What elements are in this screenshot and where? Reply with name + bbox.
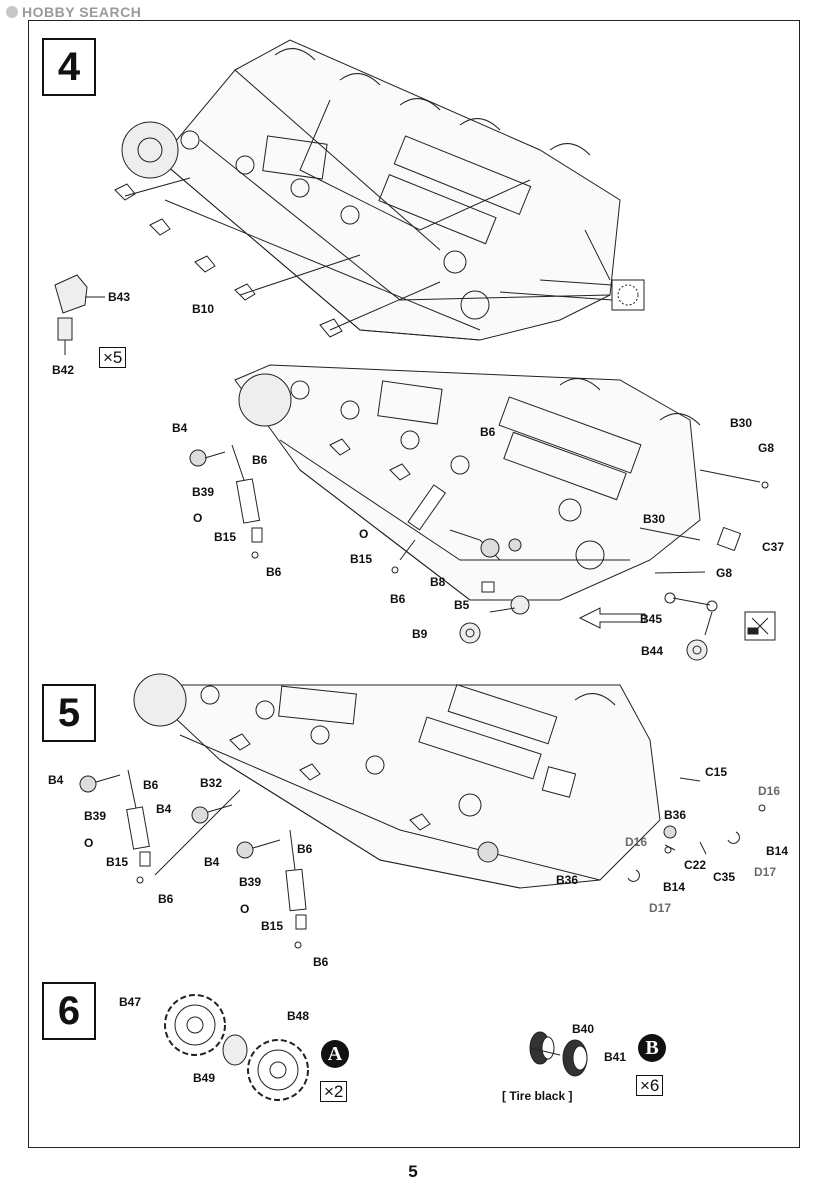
part-label: C37: [762, 540, 785, 554]
step-number-6: 6: [42, 982, 96, 1040]
shock-absorber-step5-center: [191, 804, 307, 949]
part-label: B6: [297, 842, 313, 856]
part-label: B36: [556, 873, 579, 887]
part-label: B15: [106, 855, 129, 869]
part-label: B49: [193, 1071, 216, 1085]
brand-text: HOBBY SEARCH: [22, 4, 142, 20]
part-label: B6: [266, 565, 282, 579]
brand-watermark: HOBBY SEARCH: [6, 4, 141, 20]
paint-note: [ Tire black ]: [502, 1089, 573, 1103]
quantity-multiplier: ×6: [636, 1075, 664, 1096]
part-label: D16: [625, 835, 648, 849]
variant-badge-a: A: [321, 1040, 349, 1068]
hull-drawing-step4-bottom: [234, 364, 701, 601]
part-label: B6: [252, 453, 268, 467]
part-label: O: [193, 511, 203, 525]
part-label: C22: [684, 858, 707, 872]
part-label: B47: [119, 995, 142, 1009]
road-wheel-arms: [180, 48, 591, 274]
shock-absorber-left: [189, 444, 263, 559]
step-number-4: 4: [42, 38, 96, 96]
part-b43-b42: [54, 274, 105, 355]
part-label: B39: [239, 875, 262, 889]
part-label: C15: [705, 765, 728, 779]
part-label: B4: [172, 421, 188, 435]
part-label: B41: [604, 1050, 627, 1064]
part-label: B44: [641, 644, 664, 658]
step-number-5: 5: [42, 684, 96, 742]
part-label: O: [84, 836, 94, 850]
part-label: B6: [158, 892, 174, 906]
suspension-brackets: [114, 183, 343, 338]
part-label: B43: [108, 290, 131, 304]
part-label: O: [240, 902, 250, 916]
part-label: B42: [52, 363, 75, 377]
part-label: G8: [716, 566, 733, 580]
part-label: B9: [412, 627, 428, 641]
quantity-multiplier: ×2: [320, 1081, 348, 1102]
variant-badge-b: B: [638, 1034, 666, 1062]
part-label: G8: [758, 441, 775, 455]
page-frame: [28, 20, 800, 1148]
part-label: B4: [156, 802, 172, 816]
road-wheel-pair: [529, 1031, 588, 1077]
part-b45-b44: [664, 592, 718, 661]
part-label: B30: [730, 416, 753, 430]
part-label: B39: [84, 809, 107, 823]
part-label: B15: [350, 552, 373, 566]
part-label: D16: [758, 784, 781, 798]
part-label: B10: [192, 302, 215, 316]
sprocket-wheel-outer: [164, 994, 226, 1056]
assembly-arrow: [578, 607, 646, 629]
part-label: B4: [48, 773, 64, 787]
hull-drawing-step4-top: [114, 39, 645, 341]
part-label: D17: [649, 901, 672, 915]
part-label: B45: [640, 612, 663, 626]
part-label: B5: [454, 598, 470, 612]
part-label: B15: [261, 919, 284, 933]
part-label: C35: [713, 870, 736, 884]
part-label: B6: [313, 955, 329, 969]
hull-drawing-step5: [133, 673, 661, 889]
idler-parts-b5-b9: [459, 581, 530, 644]
quantity-multiplier: ×5: [99, 347, 127, 368]
cutter-icon-box: [744, 611, 776, 641]
page-number: 5: [408, 1162, 418, 1181]
small-parts-step5-right: [627, 777, 766, 882]
sprocket-hub-b49: [222, 1034, 248, 1066]
part-label: B14: [766, 844, 789, 858]
shock-absorber-step5-left: [79, 769, 241, 884]
part-label: B32: [200, 776, 223, 790]
part-label: B30: [643, 512, 666, 526]
part-label: B39: [192, 485, 215, 499]
part-label: B14: [663, 880, 686, 894]
sprocket-wheel-inner: [247, 1039, 309, 1101]
part-label: D17: [754, 865, 777, 879]
shock-absorber-center: [391, 484, 522, 574]
part-label: B36: [664, 808, 687, 822]
part-label: B6: [480, 425, 496, 439]
part-label: B4: [204, 855, 220, 869]
part-label: B8: [430, 575, 446, 589]
part-label: B6: [143, 778, 159, 792]
part-label: B15: [214, 530, 237, 544]
part-label: B48: [287, 1009, 310, 1023]
part-label: O: [359, 527, 369, 541]
part-label: B6: [390, 592, 406, 606]
part-label: B40: [572, 1022, 595, 1036]
brand-logo-icon: [6, 6, 18, 18]
